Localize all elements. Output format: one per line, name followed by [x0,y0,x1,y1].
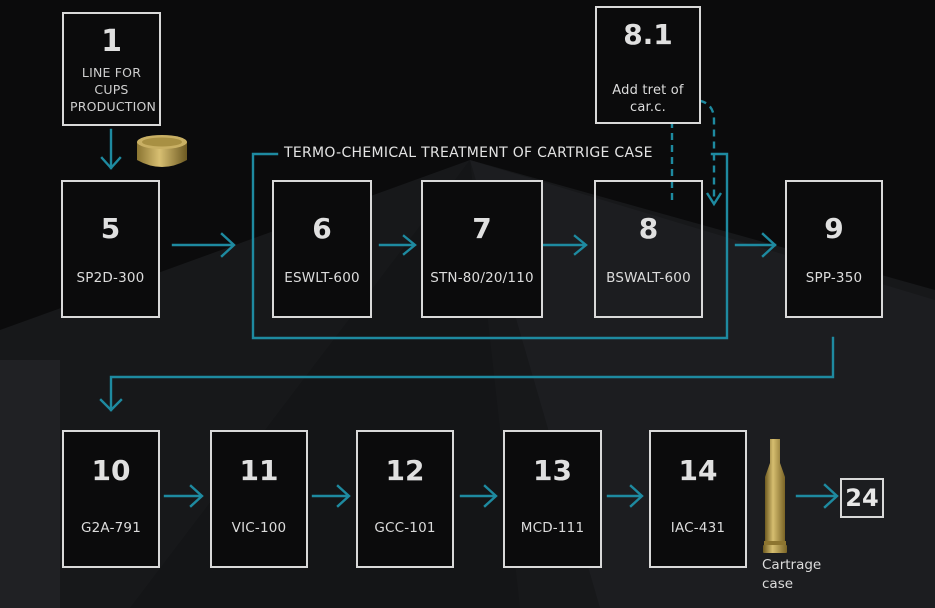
process-box-1: 1 LINE FOR CUPS PRODUCTION [62,12,161,126]
step-number: 1 [101,24,122,59]
step-number: 7 [472,212,492,245]
step-number: 8 [638,212,659,245]
step-number: 5 [100,212,121,245]
arrow-12-to-13 [459,484,498,508]
arrow-1-to-5 [100,128,122,170]
arrow-11-to-12 [311,484,351,508]
arrow-5-to-6 [171,232,236,258]
step-label: Add tret of car.c. [612,83,684,115]
process-box-9: 9 SPP-350 [785,180,883,318]
arrow-9-to-10 [99,336,835,412]
cartridge-case-icon [763,439,787,553]
step-label: BSWALT-600 [606,270,691,286]
step-label: ESWLT-600 [284,270,360,286]
step-label: G2A-791 [80,520,142,536]
step-number: 13 [533,454,572,487]
arrow-13-to-14 [606,484,644,508]
step-number: 12 [385,454,425,487]
step-number: 10 [91,454,131,487]
treatment-group-label: TERMO-CHEMICAL TREATMENT OF CARTRIGE CAS… [284,145,653,161]
step-number: 6 [312,212,332,245]
process-box-24: 24 [840,478,884,518]
process-box-14: 14 IAC-431 [649,430,747,568]
step-label: SP2D-300 [76,270,145,286]
process-box-10: 10 G2A-791 [62,430,160,568]
step-number: 14 [678,454,718,487]
arrow-8-to-9 [734,232,777,258]
step-label: IAC-431 [670,520,726,536]
cup-icon [137,135,187,167]
arrow-14-to-24 [795,483,839,509]
step-number: 9 [824,212,844,245]
arrow-10-to-11 [163,484,204,508]
process-box-8: 8 BSWALT-600 [594,180,703,318]
step-label: LINE FOR CUPS PRODUCTION [70,65,157,114]
arrow-7-to-8 [542,234,588,256]
process-box-8-1: 8.1 Add tret of car.c. [595,6,701,124]
step-label: SPP-350 [805,270,863,286]
arrow-6-to-7 [378,234,417,256]
process-box-6: 6 ESWLT-600 [272,180,372,318]
group-bracket [251,152,729,340]
process-box-7: 7 STN-80/20/110 [421,180,543,318]
step-number: 8.1 [623,18,673,51]
process-box-5: 5 SP2D-300 [61,180,160,318]
step-label: GCC-101 [374,520,436,536]
step-label: VIC-100 [231,520,287,536]
step-label: MCD-111 [520,520,585,536]
process-box-13: 13 MCD-111 [503,430,602,568]
process-box-11: 11 VIC-100 [210,430,308,568]
step-label: STN-80/20/110 [430,270,534,286]
step-number: 11 [239,454,279,487]
process-box-12: 12 GCC-101 [356,430,454,568]
cartridge-case-caption: Cartrage case [762,557,822,592]
